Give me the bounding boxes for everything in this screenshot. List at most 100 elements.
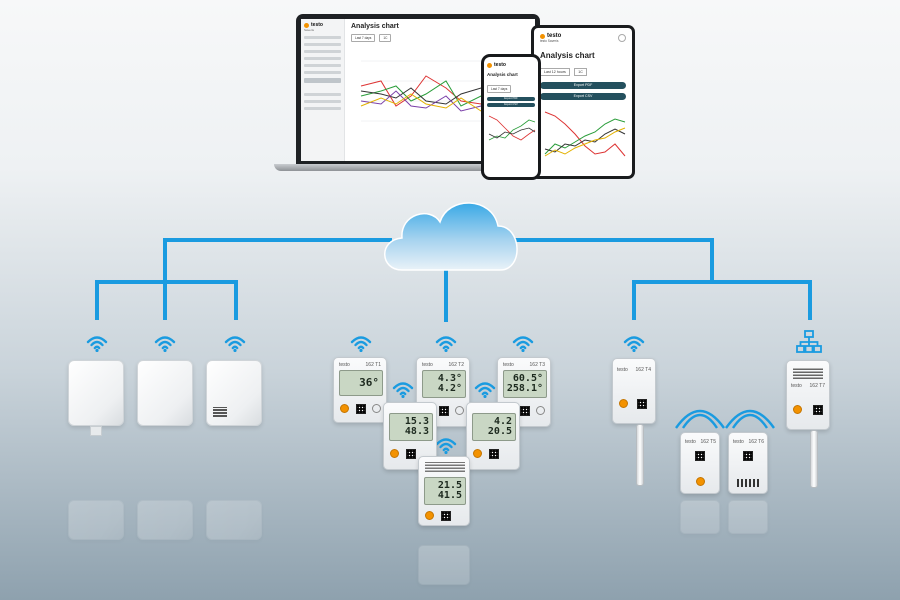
device-reflection — [418, 545, 470, 585]
ethernet-logger-device: testo 162 T7 — [786, 360, 830, 430]
logger-model: 162 T1 — [365, 362, 381, 368]
date-range-select[interactable]: Last 12 hours — [540, 68, 570, 76]
sidebar-item[interactable] — [304, 43, 341, 46]
channel-select[interactable]: 1C — [574, 68, 587, 76]
sidebar-item[interactable] — [304, 64, 341, 67]
data-logger-device: 4.2 20.5 — [466, 402, 520, 470]
device-reflection — [137, 500, 193, 540]
sidebar-item[interactable] — [304, 71, 341, 74]
channel-select[interactable]: 1C — [379, 34, 392, 42]
export-pdf-button[interactable]: Export PDF — [487, 97, 535, 101]
data-logger-device: testo 162 T2 4.3° 4.2° — [416, 357, 470, 427]
wifi-icon — [350, 336, 372, 352]
sidebar-item[interactable] — [304, 57, 341, 60]
logger-ring — [536, 406, 545, 415]
logger-display: 36° — [339, 370, 383, 396]
page-title: Analysis chart — [351, 23, 399, 30]
logger-button[interactable] — [390, 449, 399, 458]
data-logger-device: testo 162 T3 60.5° 258.1° — [497, 357, 551, 427]
data-logger-device: 21.5 41.5 — [418, 456, 470, 526]
vent-grille — [213, 407, 227, 417]
qr-code — [439, 406, 449, 416]
laptop-base — [274, 164, 564, 171]
temperature-probe — [810, 430, 818, 488]
laptop-sidebar: testo Saveris — [301, 19, 345, 161]
wifi-icon — [512, 336, 534, 352]
page-title: Analysis chart — [540, 51, 595, 60]
radio-signal-icon — [675, 410, 725, 429]
export-csv-button[interactable]: Export CSV — [487, 103, 535, 107]
sensor-connector — [90, 426, 102, 436]
logger-button[interactable] — [425, 511, 434, 520]
qr-code — [406, 449, 416, 459]
testo-logo: testo — [540, 33, 561, 39]
qr-code — [695, 451, 705, 461]
sidebar-item[interactable] — [304, 93, 341, 96]
analysis-chart — [488, 115, 536, 141]
logger-model: 162 T3 — [529, 362, 545, 368]
sidebar-item[interactable] — [304, 36, 341, 39]
logger-display: 15.3 48.3 — [389, 413, 433, 441]
device-reflection — [680, 500, 720, 534]
logger-brand: testo — [791, 383, 802, 389]
qr-code — [441, 511, 451, 521]
logger-button[interactable] — [340, 404, 349, 413]
logger-display: 4.2 20.5 — [472, 413, 516, 441]
probe-logger-device: testo 162 T4 — [612, 358, 656, 424]
wireless-sensor-device — [68, 360, 124, 426]
page-title: Analysis chart — [487, 72, 518, 77]
logger-display: 4.3° 4.2° — [422, 370, 466, 398]
phone-device: testo Analysis chart Last 7 days Export … — [481, 54, 541, 180]
logger-brand: testo — [339, 362, 350, 368]
date-range-select[interactable]: Last 7 days — [487, 85, 512, 93]
export-pdf-button[interactable]: Export PDF — [540, 82, 626, 89]
analysis-chart — [544, 111, 626, 157]
export-csv-button[interactable]: Export CSV — [540, 93, 626, 100]
logger-button[interactable] — [473, 449, 482, 458]
qr-code — [356, 404, 366, 414]
logger-model: 162 T6 — [748, 439, 764, 445]
brand-sub: testo Saveris — [540, 39, 559, 43]
ethernet-network-icon — [796, 330, 822, 353]
logger-ring — [455, 406, 464, 415]
cloud-icon — [384, 202, 518, 271]
logger-brand: testo — [503, 362, 514, 368]
wifi-icon — [392, 382, 414, 398]
logger-brand: testo — [685, 439, 696, 445]
qr-code — [520, 406, 530, 416]
logger-model: 162 T2 — [448, 362, 464, 368]
wifi-icon — [86, 336, 108, 352]
sidebar-item[interactable] — [304, 100, 341, 103]
device-reflection — [68, 500, 124, 540]
logger-model: 162 T7 — [809, 383, 825, 389]
logger-model: 162 T5 — [700, 439, 716, 445]
qr-code — [743, 451, 753, 461]
logger-button[interactable] — [793, 405, 802, 414]
logger-display: 60.5° 258.1° — [503, 370, 547, 398]
logger-model: 162 T4 — [635, 367, 651, 373]
logger-brand: testo — [422, 362, 433, 368]
testo-logo: testo — [304, 22, 341, 28]
sidebar-item[interactable] — [304, 50, 341, 53]
avatar-icon[interactable] — [618, 34, 626, 42]
date-range-select[interactable]: Last 7 days — [351, 34, 376, 42]
vent-grille — [737, 479, 761, 487]
logger-button[interactable] — [696, 477, 705, 486]
qr-code — [637, 399, 647, 409]
wifi-icon — [474, 382, 496, 398]
vent-grille — [425, 462, 465, 472]
qr-code — [813, 405, 823, 415]
logger-brand: testo — [617, 367, 628, 373]
sidebar-item-active[interactable] — [304, 78, 341, 83]
brand-sub: Saveris — [304, 28, 315, 32]
wifi-icon — [435, 438, 457, 454]
vent-grille — [793, 367, 823, 379]
logger-brand: testo — [733, 439, 744, 445]
temperature-probe — [636, 424, 644, 486]
data-logger-device: testo 162 T1 36° — [333, 357, 387, 423]
tablet-device: testo testo Saveris Analysis chart Last … — [531, 25, 635, 179]
wireless-sensor-device — [137, 360, 193, 426]
sidebar-item[interactable] — [304, 107, 341, 110]
logger-button[interactable] — [619, 399, 628, 408]
